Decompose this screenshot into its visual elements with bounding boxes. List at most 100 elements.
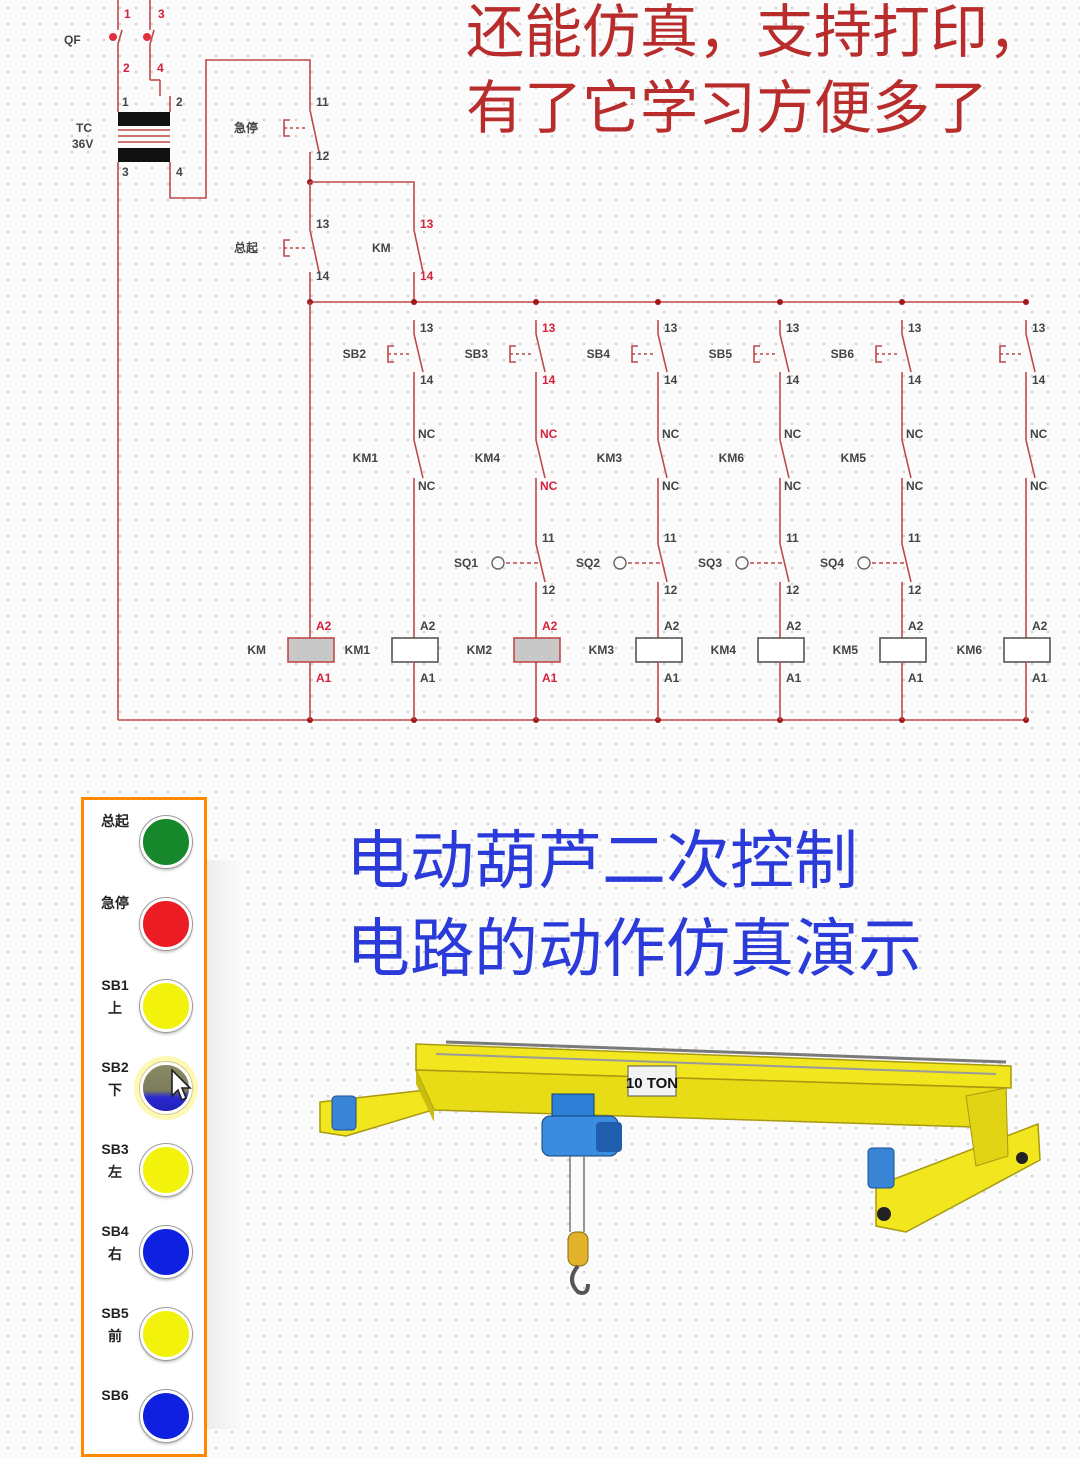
branch-2-button-contact-blade	[535, 333, 546, 373]
pushbutton-SB5[interactable]	[140, 1308, 192, 1360]
pushbutton-label: 急停	[101, 895, 129, 911]
junction-dot	[533, 299, 539, 305]
branch-5-t14: 14	[908, 373, 922, 387]
branch-4-button-label: SB5	[709, 347, 733, 361]
branch-5-limit-label: SQ4	[820, 556, 844, 570]
coil-2-a2: A2	[542, 619, 558, 633]
estop-terminal-12: 12	[316, 149, 330, 163]
hoist-motor	[596, 1122, 622, 1152]
tc-terminal-4: 4	[176, 165, 183, 179]
coil-3-body	[635, 637, 683, 663]
start-terminal-14: 14	[316, 269, 330, 283]
branch-1-t13: 13	[420, 321, 434, 335]
branch-5-t11: 11	[908, 531, 921, 545]
branch-5-interlock-blade	[901, 439, 912, 479]
pushbutton-急停[interactable]	[140, 898, 192, 950]
branch-3-button-label: SB4	[587, 347, 611, 361]
pushbutton-SB3[interactable]	[140, 1144, 192, 1196]
qf-contact	[109, 33, 117, 41]
hook	[570, 1264, 590, 1295]
coil-6-a2: A2	[1032, 619, 1048, 633]
qf-terminal-3: 3	[158, 7, 165, 21]
branch-2-limit-roller-icon	[491, 556, 505, 570]
coil-5-a2: A2	[908, 619, 924, 633]
km-hold-contact-blade	[413, 229, 424, 273]
pushbutton-label: SB4	[101, 1223, 129, 1239]
headline-line-1: 还能仿真，支持打印，	[466, 0, 1047, 66]
pushbutton-direction: 左	[108, 1164, 122, 1180]
branch-3-button-contact-blade	[657, 333, 668, 373]
qf-terminal-4: 4	[157, 61, 164, 75]
branch-2-t11: 11	[542, 531, 555, 545]
branch-1-t14: 14	[420, 373, 434, 387]
branch-5-t13: 13	[908, 321, 922, 335]
pushbutton-总起[interactable]	[140, 816, 192, 868]
headline: 还能仿真，支持打印， 有了它学习方便多了	[466, 0, 1046, 146]
branch-3-t14: 14	[664, 373, 678, 387]
coil-km-label: KM	[247, 643, 266, 657]
branch-3-nc-bot: NC	[662, 479, 680, 493]
start-label: 总起	[234, 240, 259, 255]
pushbutton-label: 总起	[101, 813, 129, 829]
start-terminal-13: 13	[316, 217, 330, 231]
qf-terminal-1: 1	[124, 7, 131, 21]
crane-wheel	[877, 1207, 891, 1221]
branch-6-interlock-blade	[1025, 439, 1036, 479]
coil-km-a2: A2	[316, 619, 332, 633]
pushbutton-direction: 下	[108, 1082, 122, 1098]
coil-km-a1: A1	[316, 671, 332, 685]
coil-3-a1: A1	[664, 671, 680, 685]
subtitle-line-2: 电路的动作仿真演示	[346, 913, 922, 987]
transformer-secondary	[118, 148, 170, 162]
crane-motor	[867, 1147, 895, 1189]
crane-right-end-beam	[875, 1122, 1041, 1233]
branch-1-nc-top: NC	[418, 427, 436, 441]
branch-6-nc-bot: NC	[1030, 479, 1048, 493]
crane-right-support	[965, 1087, 1009, 1167]
branch-6-nc-top: NC	[1030, 427, 1048, 441]
coil-5-a1: A1	[908, 671, 924, 685]
branch-2-button-label: SB3	[465, 347, 489, 361]
branch-1-button-label: SB2	[343, 347, 367, 361]
pushbutton-SB1[interactable]	[140, 980, 192, 1032]
transformer-primary	[118, 112, 170, 126]
coil-4-a2: A2	[786, 619, 802, 633]
branch-2-t12: 12	[542, 583, 556, 597]
subtitle-line-1: 电动葫芦二次控制	[346, 825, 858, 899]
branch-2-t13: 13	[542, 321, 556, 335]
crane-motor	[331, 1095, 357, 1131]
junction-dot	[411, 299, 417, 305]
branch-4-limit-blade	[779, 543, 790, 583]
crane-rear-girder	[415, 1043, 1012, 1089]
qf-contact	[143, 33, 151, 41]
start-contact-blade	[309, 229, 320, 273]
pushbutton-SB4[interactable]	[140, 1226, 192, 1278]
tc-terminal-2: 2	[176, 95, 183, 109]
coil-4-label: KM4	[711, 643, 737, 657]
coil-km-body	[287, 637, 335, 663]
branch-5-nc-top: NC	[906, 427, 924, 441]
pushbutton-direction: 上	[108, 1000, 122, 1016]
branch-3-limit-blade	[657, 543, 668, 583]
coil-6-a1: A1	[1032, 671, 1048, 685]
km-hold-terminal-13: 13	[420, 217, 434, 231]
tc-terminal-1: 1	[122, 95, 129, 109]
pushbutton-direction: 前	[108, 1328, 122, 1344]
branch-3-t13: 13	[664, 321, 678, 335]
branch-6-button-contact-blade	[1025, 333, 1036, 373]
pushbutton-label: SB2	[101, 1059, 129, 1075]
tc-label: TC	[76, 121, 92, 135]
coil-1-a2: A2	[420, 619, 436, 633]
crane-rail	[445, 1040, 1007, 1064]
pushbutton-SB6[interactable]	[140, 1390, 192, 1442]
branch-5-t12: 12	[908, 583, 922, 597]
branch-3-t11: 11	[664, 531, 677, 545]
branch-1-interlock-blade	[413, 439, 424, 479]
branch-6-t14: 14	[1032, 373, 1046, 387]
branch-4-interlock-blade	[779, 439, 790, 479]
coil-5-body	[879, 637, 927, 663]
